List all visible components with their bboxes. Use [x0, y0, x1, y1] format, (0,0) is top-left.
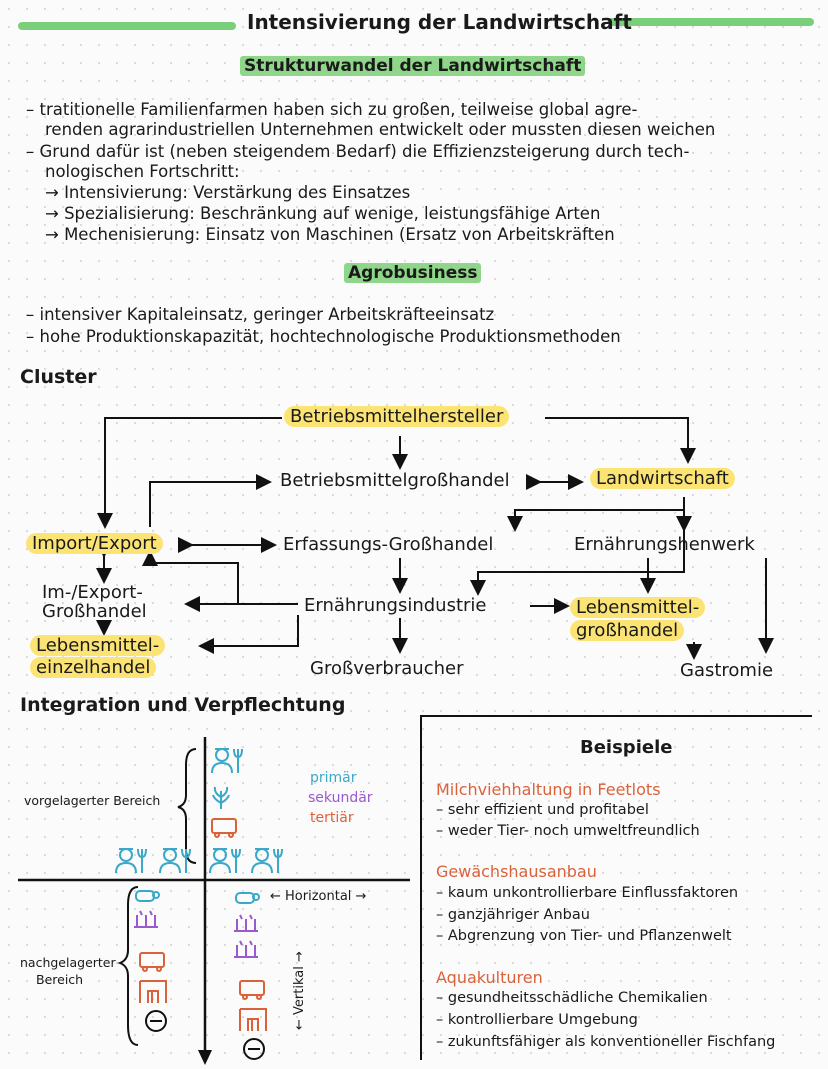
arrow-lw-erfassung [507, 497, 685, 532]
arrow-lw-industrie [470, 510, 685, 596]
example-item: – kontrollierbare Umgebung [436, 1012, 638, 1028]
node-landwirtschaft: Landwirtschaft [590, 468, 735, 489]
arrow-import-grosshandel [149, 474, 272, 527]
arrow-industrie-einzelhandel [198, 615, 299, 654]
shop-icon [239, 1008, 267, 1031]
node-import-export: Import/Export [26, 533, 163, 554]
example-title-aquakulturen: Aquakulturen [436, 968, 543, 987]
farmer-icon [209, 848, 241, 874]
node-ernaehrungshandwerk: Ernährungshenwerk [574, 534, 755, 555]
text-line: → Spezialisierung: Beschränkung auf weni… [45, 204, 601, 223]
arrow-hersteller-landwirtschaft [545, 417, 696, 464]
node-lm-grosshandel: Lebensmittel- großhandel [570, 596, 706, 642]
example-item: – weder Tier- noch umweltfreundlich [436, 823, 700, 839]
section-heading-agrobusiness: Agrobusiness [344, 263, 482, 283]
title-line-right [608, 18, 814, 26]
node-ernaehrungsindustrie: Ernährungsindustrie [304, 595, 487, 616]
cow-icon [235, 892, 260, 904]
consumer-icon [243, 1038, 265, 1060]
plant-icon [212, 786, 230, 809]
beispiele-box-border-top [420, 715, 812, 717]
text-line: renden agrarindustriellen Unternehmen en… [45, 120, 716, 139]
legend-primaer: primär [310, 770, 357, 786]
legend-tertiaer: tertiär [310, 810, 354, 826]
example-item: – zukunftsfähiger als konventioneller Fi… [436, 1034, 776, 1050]
farmer-icon [115, 848, 147, 874]
node-gastronomie: Gastromie [680, 660, 774, 681]
text-line: – tratitionelle Familienfarmen haben sic… [26, 100, 638, 119]
example-item: – Abgrenzung von Tier- und Pflanzenwelt [436, 928, 732, 944]
arrow-industrie-import [142, 550, 239, 604]
farmer-icon [251, 848, 283, 874]
factory-icon [134, 910, 158, 928]
example-title-milchvieh: Milchviehhaltung in Feetlots [436, 780, 661, 799]
page-title: Intensivierung der Landwirtschaft [247, 10, 632, 34]
example-item: – ganzjähriger Anbau [436, 907, 590, 923]
cow-icon [135, 890, 160, 902]
text-line: → Intensivierung: Verstärkung des Einsat… [45, 183, 411, 202]
node-im-export-grosshandel-1: Im-/Export- [42, 582, 143, 603]
integration-diagram [18, 737, 410, 1065]
factory-icon [234, 940, 258, 958]
node-im-export-grosshandel-2: Großhandel [42, 601, 147, 622]
example-item: – kaum unkontrollierbare Einflussfaktore… [436, 885, 739, 901]
example-item: – gesundheitsschädliche Chemikalien [436, 990, 708, 1006]
farmer-icon [211, 748, 243, 774]
shop-icon [139, 980, 167, 1003]
node-grossverbraucher: Großverbraucher [310, 658, 464, 679]
example-title-gewaechshaus: Gewächshausanbau [436, 862, 597, 881]
cluster-arrows [96, 417, 774, 660]
factory-icon [234, 914, 258, 932]
node-betriebsmittelgrosshandel: Betriebsmittelgroßhandel [280, 470, 510, 491]
title-line-left [18, 22, 236, 30]
truck-icon [239, 980, 265, 1000]
node-erfassungs-grosshandel: Erfassungs-Großhandel [283, 534, 494, 555]
text-line: – Grund dafür ist (neben steigendem Beda… [26, 142, 690, 161]
label-nachgelagert-2: Bereich [36, 972, 84, 987]
label-nachgelagert-1: nachgelagerter [20, 955, 116, 970]
example-item: – sehr effizient und profitabel [436, 802, 649, 818]
legend-sekundaer: sekundär [308, 790, 373, 806]
node-lm-einzelhandel: Lebensmittel- einzelhandel [30, 635, 166, 679]
integration-heading: Integration und Verpflechtung [20, 694, 346, 716]
truck-icon [211, 818, 237, 838]
label-vertikal: ← Vertikal → [292, 951, 307, 1030]
label-vorgelagert: vorgelagerter Bereich [24, 793, 161, 808]
section-heading-strukturwandel: Strukturwandel der Landwirtschaft [240, 56, 586, 76]
label-horizontal: ← Horizontal → [270, 889, 367, 904]
beispiele-heading: Beispiele [580, 737, 673, 758]
node-betriebsmittelhersteller: Betriebsmittelhersteller [284, 406, 510, 427]
farmer-icon [159, 848, 191, 874]
arrow-hersteller-import [97, 417, 282, 529]
consumer-icon [145, 1010, 167, 1032]
text-line: → Mechenisierung: Einsatz von Maschinen … [45, 225, 615, 244]
truck-icon [139, 952, 165, 972]
text-line: – hohe Produktionskapazität, hochtechnol… [26, 327, 621, 346]
beispiele-box-border-left [420, 715, 422, 1060]
text-line: – intensiver Kapitaleinsatz, geringer Ar… [26, 305, 495, 324]
cluster-heading: Cluster [20, 366, 97, 388]
text-line: nologischen Fortschritt: [45, 162, 240, 181]
